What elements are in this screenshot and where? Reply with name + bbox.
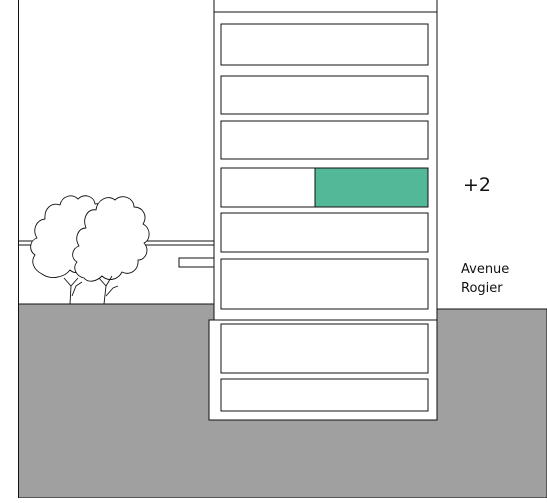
level-label: +2 xyxy=(463,174,491,196)
floor-minus-2 xyxy=(221,379,428,411)
floor-minus-1 xyxy=(221,324,428,373)
floor-ground xyxy=(221,259,428,309)
street-name-line-2: Rogier xyxy=(461,279,509,298)
tree-trunk-left xyxy=(64,278,82,304)
tree-trunk-right xyxy=(99,276,118,304)
floor-5 xyxy=(221,121,428,159)
highlighted-unit xyxy=(315,168,428,207)
floor-plus-1 xyxy=(221,213,428,252)
balcony-slab xyxy=(179,258,214,267)
street-name-label: Avenue Rogier xyxy=(461,260,509,298)
floor-7 xyxy=(221,24,428,65)
tree-icon xyxy=(31,196,149,304)
floor-6 xyxy=(221,76,428,114)
street-name-line-1: Avenue xyxy=(461,260,509,279)
building-top-walls xyxy=(214,0,437,12)
